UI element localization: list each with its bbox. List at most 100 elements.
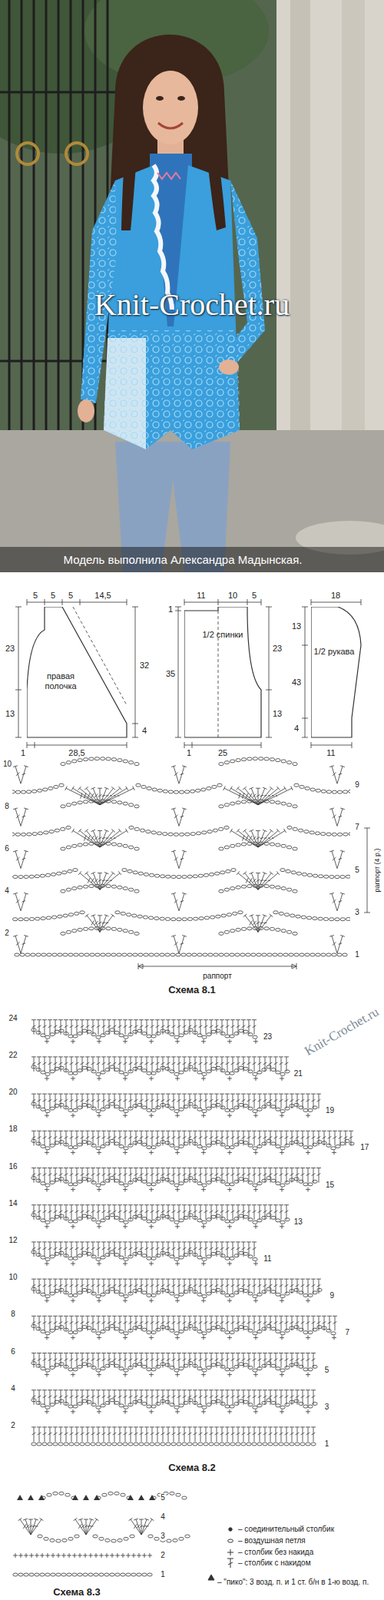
photo	[0, 0, 384, 573]
label-text: 23	[5, 643, 15, 653]
row-number: 14	[7, 1198, 18, 1209]
row-number: 1	[354, 950, 361, 960]
piece-name: правая полочка	[36, 671, 86, 691]
chart-8-1	[12, 765, 351, 954]
label-text: 5	[50, 590, 56, 600]
label-text: 15	[324, 1180, 335, 1189]
label-text: 35	[165, 668, 176, 679]
dimension-lines	[26, 741, 127, 749]
label-text: 3	[324, 1402, 331, 1411]
label-text: 11	[262, 1254, 272, 1263]
photo	[103, 337, 146, 450]
photo	[103, 337, 146, 450]
photo	[155, 96, 164, 101]
dimension-lines	[311, 741, 352, 749]
label-text: раппорт (4 р.)	[373, 847, 381, 893]
label-text: 4	[159, 1512, 166, 1521]
dimension-label: 5	[33, 590, 38, 601]
label-text: 4	[9, 1383, 17, 1393]
row-number: 3	[159, 1531, 166, 1541]
dimension-label: 5	[50, 590, 56, 601]
label-text: 18	[7, 1125, 18, 1134]
label-text: 6	[9, 1347, 17, 1356]
label-text: 14	[7, 1198, 18, 1208]
label-text: 7	[344, 1328, 351, 1338]
legend-entry: – "пико": 3 возд. п. и 1 ст. б/н в 1-ю в…	[217, 1577, 381, 1587]
label-text: 5	[159, 1492, 166, 1502]
watermark: Knit-Crochet.ru	[302, 1004, 382, 1060]
piece-name: 1/2 рукава	[313, 646, 355, 657]
label-text: 20	[7, 1087, 18, 1096]
dimension-label: 23	[272, 643, 282, 654]
label-text: 7	[354, 823, 361, 832]
photo	[0, 91, 116, 94]
photo	[0, 430, 384, 573]
dimension-label: 14,5	[94, 590, 111, 601]
photo	[16, 142, 88, 165]
dimension-label: 43	[291, 677, 302, 688]
photo	[66, 142, 88, 165]
photo	[158, 122, 183, 129]
photo	[121, 76, 145, 231]
label-text: 6	[3, 844, 10, 853]
label-text: 4	[3, 886, 10, 895]
label-text: 13	[291, 621, 302, 631]
row-number: 5	[324, 1365, 331, 1375]
photo	[8, 0, 11, 431]
label-text: 13	[272, 708, 282, 719]
label-text: 1	[168, 604, 173, 614]
label-text: 17	[359, 1143, 370, 1152]
dimension-label: 11	[326, 748, 335, 759]
dimension-label: 13	[272, 708, 282, 719]
row-number: 23	[262, 1032, 273, 1042]
dimension-label: 4	[294, 723, 299, 734]
chart-8-2	[31, 1019, 355, 1446]
row-number: 6	[3, 844, 10, 854]
label-text: 10	[7, 1272, 18, 1282]
legend-symbol	[228, 1527, 232, 1531]
dimension-lines	[175, 606, 182, 738]
row-number: 11	[262, 1254, 272, 1264]
chart-caption: Схема 8.2	[168, 1462, 216, 1474]
label-text: 21	[293, 1069, 304, 1078]
row-number: 19	[324, 1105, 335, 1116]
dimension-label: 5	[68, 590, 73, 601]
dimension-label: 32	[139, 660, 149, 671]
dimension-lines	[184, 741, 262, 749]
photo	[0, 0, 384, 573]
label-text: 4	[294, 723, 299, 733]
label-text: 5	[251, 590, 257, 600]
label-text: 23	[272, 643, 282, 653]
photo	[341, 0, 365, 500]
photo	[20, 0, 24, 431]
row-number: 8	[3, 801, 10, 812]
label-text: 22	[7, 1050, 18, 1060]
dimension-label: 11	[196, 590, 206, 601]
label-text: 9	[354, 780, 361, 789]
legend-entry: – соединительный столбик	[238, 1524, 377, 1534]
row-number: 10	[7, 1272, 18, 1282]
dimension-lines	[364, 827, 371, 913]
label-text: 5	[354, 865, 361, 874]
label-text: 8	[9, 1310, 17, 1319]
chart-8-3	[13, 1491, 190, 1576]
row-number: 18	[7, 1125, 18, 1135]
legend-text: – воздушная петля	[238, 1536, 306, 1545]
label-text: 23	[262, 1032, 273, 1041]
label-text: Схема 8.2	[168, 1461, 216, 1474]
label-text: 13	[5, 708, 15, 719]
photo	[142, 70, 199, 145]
dimension-label: 23	[5, 643, 15, 654]
label-text: 1	[324, 1439, 331, 1448]
label-text: 13	[293, 1217, 304, 1226]
label-text: 1	[186, 748, 192, 758]
label-text: 2	[9, 1420, 17, 1430]
label-text: 1	[20, 748, 26, 758]
label-text: Knit-Crochet.ru	[302, 1004, 382, 1060]
dimension-lines	[184, 599, 262, 606]
row-number: 2	[9, 1420, 17, 1431]
row-number: 9	[354, 780, 361, 790]
repeat-label: раппорт	[201, 971, 232, 981]
dimension-lines	[15, 606, 22, 738]
